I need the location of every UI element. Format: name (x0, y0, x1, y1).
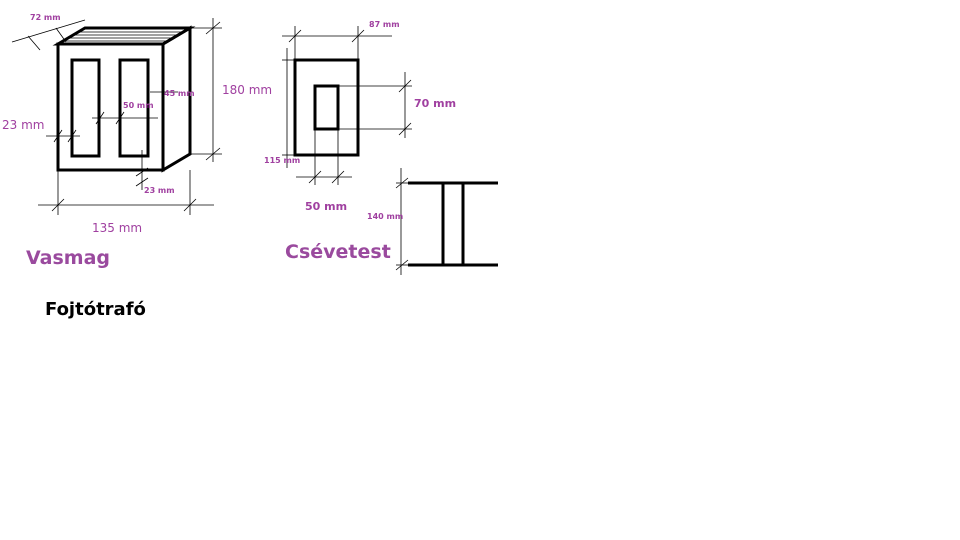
vasmag-top-face (52, 26, 196, 46)
vasmag-total-width-label: 135 mm (92, 221, 142, 235)
csevetest-top-label: 87 mm (369, 20, 400, 29)
csevetest-left-label: 115 mm (264, 156, 300, 165)
csevetest-inner (313, 84, 340, 131)
bobbin-side-view: 140 mm (367, 168, 498, 275)
csevetest-length-label: 140 mm (367, 212, 403, 221)
vasmag-depth-label: 72 mm (30, 13, 61, 22)
vasmag-title: Vasmag (26, 247, 110, 269)
csevetest-inner-height-label: 70 mm (414, 97, 456, 110)
vasmag-inner-width-label: 50 mm (123, 101, 154, 110)
csevetest-title: Csévetest (285, 241, 391, 263)
vasmag-drawing: 72 mm 180 mm 50 mm 45 mm 23 mm 23 mm 135… (2, 13, 272, 235)
vasmag-left-leg-label: 23 mm (2, 118, 44, 132)
vasmag-height-label: 180 mm (222, 83, 272, 97)
vasmag-window-left (70, 58, 101, 158)
csevetest-drawing: 87 mm 70 mm 115 mm 50 mm (264, 20, 456, 213)
drawing-caption: Fojtótrafó (45, 299, 146, 320)
vasmag-window-width-label: 45 mm (164, 89, 195, 98)
vasmag-bottom-leg-label: 23 mm (144, 186, 175, 195)
csevetest-inner-width-label: 50 mm (305, 200, 347, 213)
csevetest-outer (293, 58, 360, 157)
vasmag-window-right (118, 58, 150, 158)
vasmag-side-face (161, 25, 192, 173)
